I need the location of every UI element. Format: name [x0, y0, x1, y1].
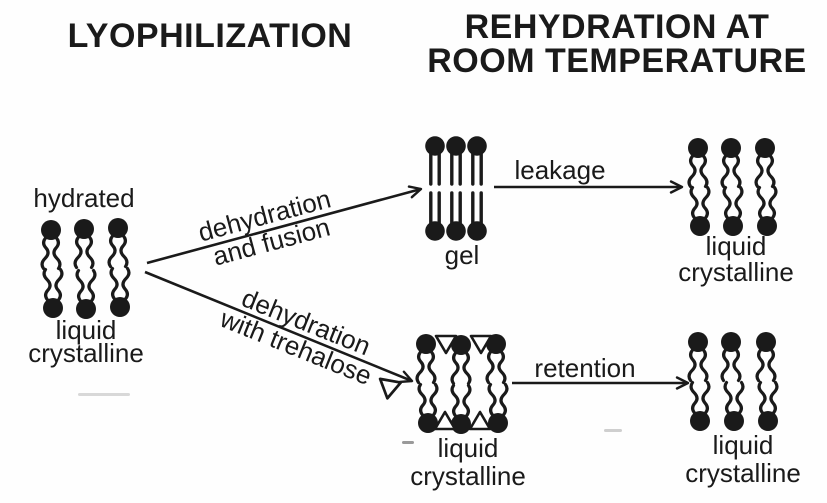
bottom-middle-state-line2: crystalline: [410, 461, 526, 491]
top-right-state-label: liquid crystalline: [656, 233, 816, 285]
dehydration-fusion-arrow: [146, 185, 423, 265]
rehydration-title: REHYDRATION AT ROOM TEMPERATURE: [417, 10, 817, 78]
rehydrated-from-gel-bilayer-drawing: [686, 136, 779, 238]
left-state-line2: crystalline: [28, 338, 144, 368]
scan-speckle: [402, 441, 414, 444]
bottom-middle-state-line1: liquid: [437, 433, 499, 463]
top-right-state-line1: liquid: [705, 231, 767, 261]
scan-speckle: [78, 393, 130, 396]
bottom-right-state-line1: liquid: [712, 430, 774, 460]
bottom-right-state-label: liquid crystalline: [663, 431, 823, 487]
left-state-label: liquid crystalline: [6, 315, 166, 368]
gel-bilayer-drawing: [423, 134, 489, 243]
lyophilization-title: LYOPHILIZATION: [67, 17, 353, 55]
dehydration-trehalose-arrow: [144, 270, 414, 384]
bottom-right-state-line2: crystalline: [685, 458, 801, 488]
leakage-label: leakage: [514, 155, 606, 185]
scan-speckle: [604, 429, 622, 432]
hydrated-bilayer-drawing: [39, 216, 132, 321]
bottom-middle-state-label: liquid crystalline: [388, 434, 548, 490]
retention-label: retention: [534, 353, 636, 383]
top-right-state-line2: crystalline: [678, 257, 794, 287]
gel-label: gel: [444, 240, 480, 270]
rehydrated-trehalose-bilayer-drawing: [686, 330, 780, 433]
left-state-line1: liquid: [55, 315, 117, 345]
hydrated-label: hydrated: [33, 183, 135, 213]
rehydration-title-line1: REHYDRATION AT: [464, 8, 770, 46]
rehydration-title-line2: ROOM TEMPERATURE: [427, 42, 807, 80]
trehalose-bilayer-drawing: [414, 332, 510, 436]
